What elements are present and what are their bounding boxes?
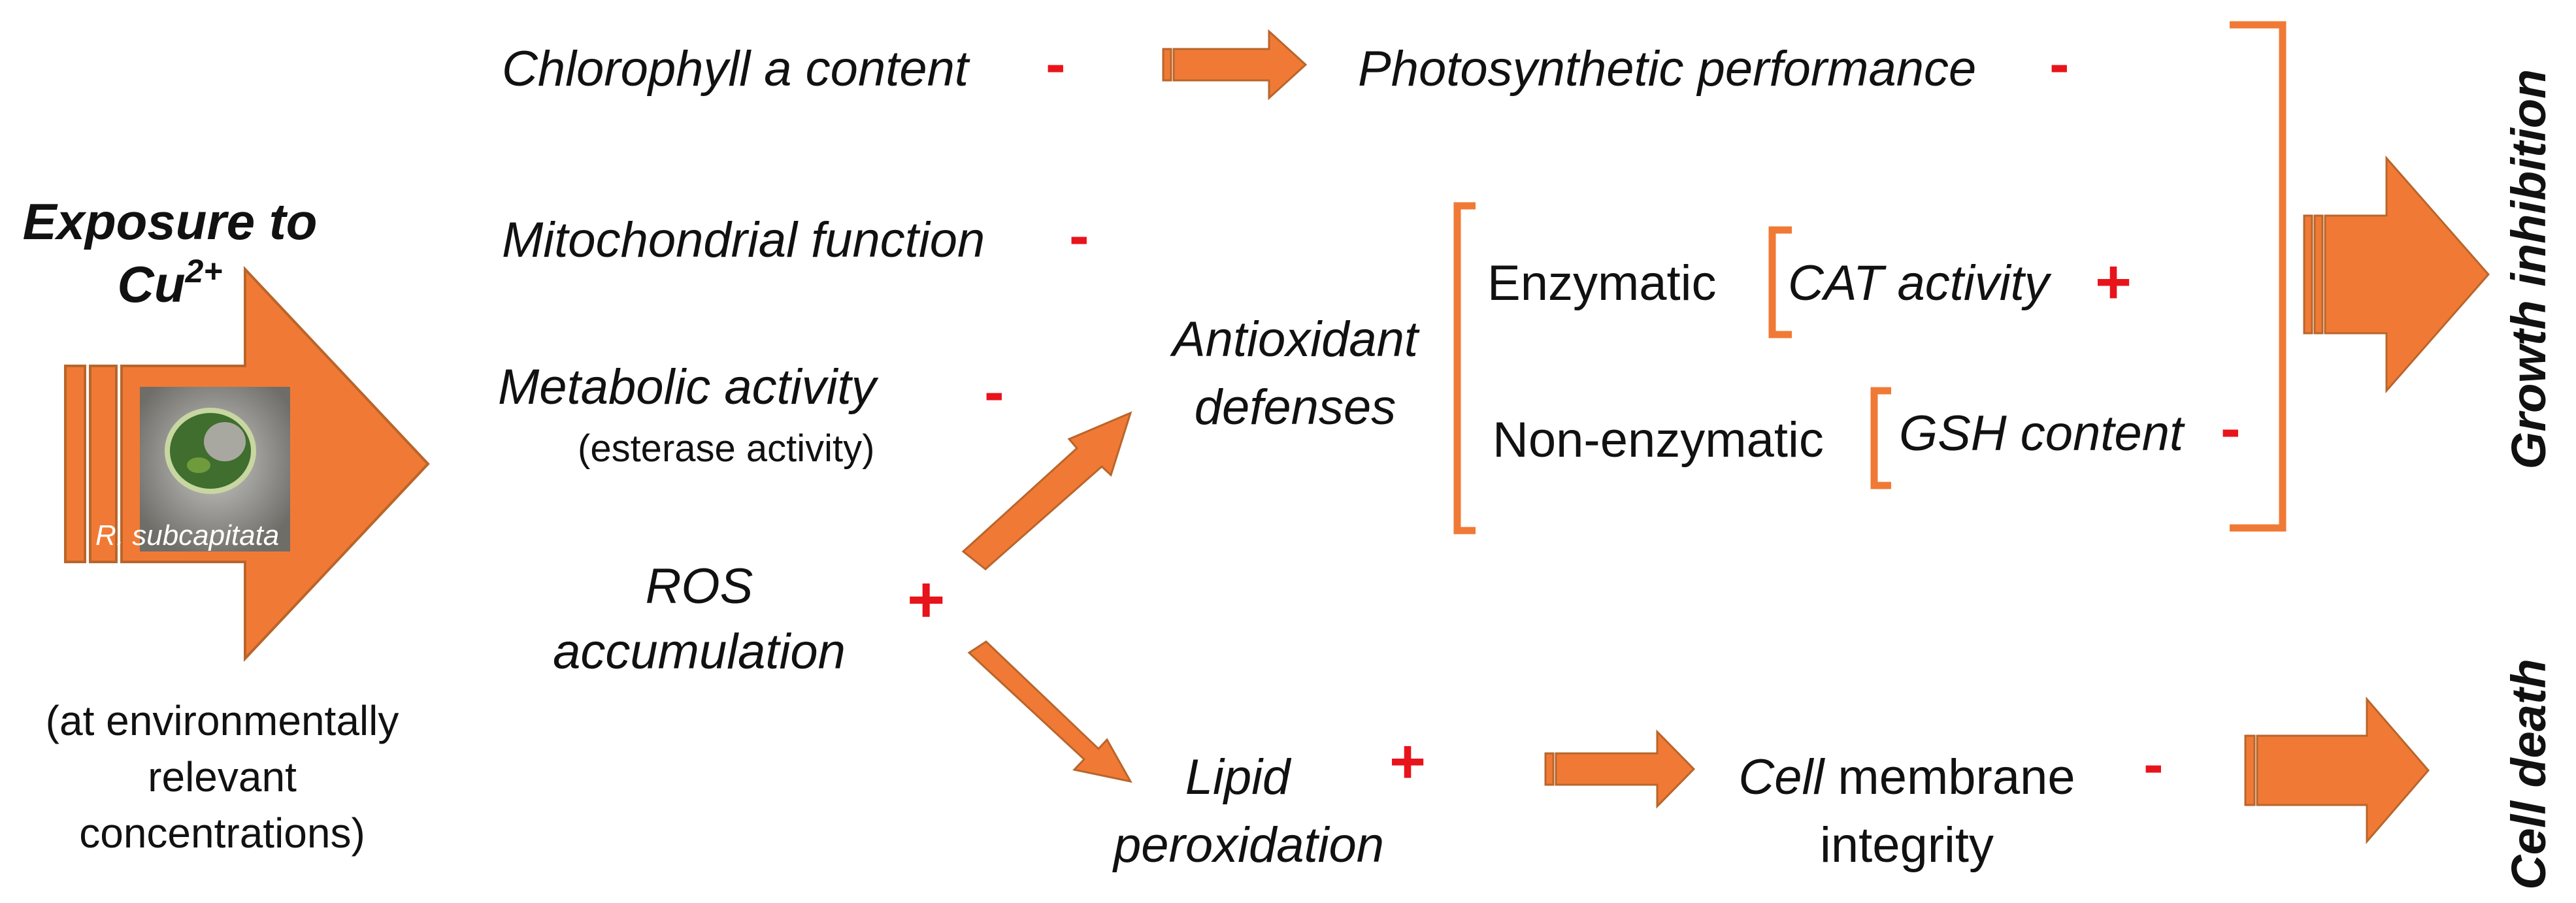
membrane-line2: integrity — [1819, 817, 1994, 873]
exposure-title-line2: Cu2+ — [0, 255, 340, 310]
growth-inhibition-label: Growth inhibition — [2502, 69, 2556, 470]
ros-label: ROS accumulation — [549, 554, 850, 685]
lipid-line2: peroxidation — [1114, 817, 1385, 873]
cat-label: CAT activity — [1788, 255, 2049, 311]
metabolic-sign: - — [984, 359, 1004, 425]
ros-line1: ROS — [645, 559, 753, 614]
arrow-ros-to-antioxidant — [961, 411, 1132, 570]
arrow-ros-to-lipid — [967, 640, 1132, 783]
mitochondrial-label: Mitochondrial function — [502, 212, 985, 268]
bracket-antioxidant — [1453, 202, 1476, 534]
alga-image — [140, 387, 290, 551]
chlorophyll-label: Chlorophyll a content — [502, 41, 968, 97]
membrane-cell-word: Cell — [1738, 749, 1825, 805]
gsh-sign: - — [2221, 395, 2241, 462]
nonenzymatic-label: Non-enzymatic — [1493, 412, 1824, 468]
bracket-growth-group — [2230, 21, 2287, 532]
lipid-line1: Lipid — [1185, 749, 1291, 805]
gsh-label: GSH content — [1899, 406, 2184, 461]
ros-line2: accumulation — [553, 624, 846, 680]
bracket-gsh — [1870, 387, 1891, 489]
mitochondrial-sign: - — [1069, 203, 1089, 269]
photosynthetic-sign: - — [2049, 31, 2070, 97]
membrane-label: Cell membrane integrity — [1698, 744, 2116, 879]
membrane-rest: membrane — [1824, 749, 2075, 805]
arrow-growth-inhibition — [2303, 156, 2490, 393]
arrow-cell-death — [2244, 696, 2430, 845]
antioxidant-line1: Antioxidant — [1172, 312, 1419, 367]
exposure-note-line2: relevant — [148, 753, 297, 800]
enzymatic-label: Enzymatic — [1487, 255, 1717, 311]
membrane-line1: Cell membrane — [1698, 744, 2116, 812]
exposure-note: (at environmentally relevant concentrati… — [0, 693, 444, 861]
cell-death-label: Cell death — [2502, 659, 2556, 890]
metabolic-sublabel: (esterase activity) — [578, 427, 875, 470]
antioxidant-label: Antioxidant defenses — [1145, 306, 1445, 442]
exposure-title: Exposure to Cu2+ — [0, 196, 340, 310]
lipid-sign: + — [1389, 727, 1427, 796]
ros-sign: + — [907, 563, 946, 636]
lipid-label: Lipid peroxidation — [1114, 744, 1385, 879]
arrow-lipid-to-membrane — [1544, 729, 1696, 809]
metabolic-label: Metabolic activity — [498, 359, 876, 415]
photosynthetic-label: Photosynthetic performance — [1358, 41, 1977, 97]
membrane-sign: - — [2143, 731, 2164, 798]
cat-sign: + — [2095, 247, 2132, 317]
chlorophyll-sign: - — [1046, 31, 1066, 97]
arrow-chlorophyll-to-photosynthesis — [1162, 29, 1308, 101]
copper-symbol: Cu — [117, 255, 186, 313]
exposure-note-line1: (at environmentally — [45, 697, 399, 744]
exposure-note-line3: concentrations) — [79, 810, 365, 857]
organism-label: R. subcapitata — [95, 519, 280, 551]
exposure-title-line1: Exposure to — [22, 193, 318, 250]
copper-charge: 2+ — [185, 253, 223, 289]
antioxidant-line2: defenses — [1194, 380, 1396, 435]
bracket-cat — [1768, 226, 1792, 338]
